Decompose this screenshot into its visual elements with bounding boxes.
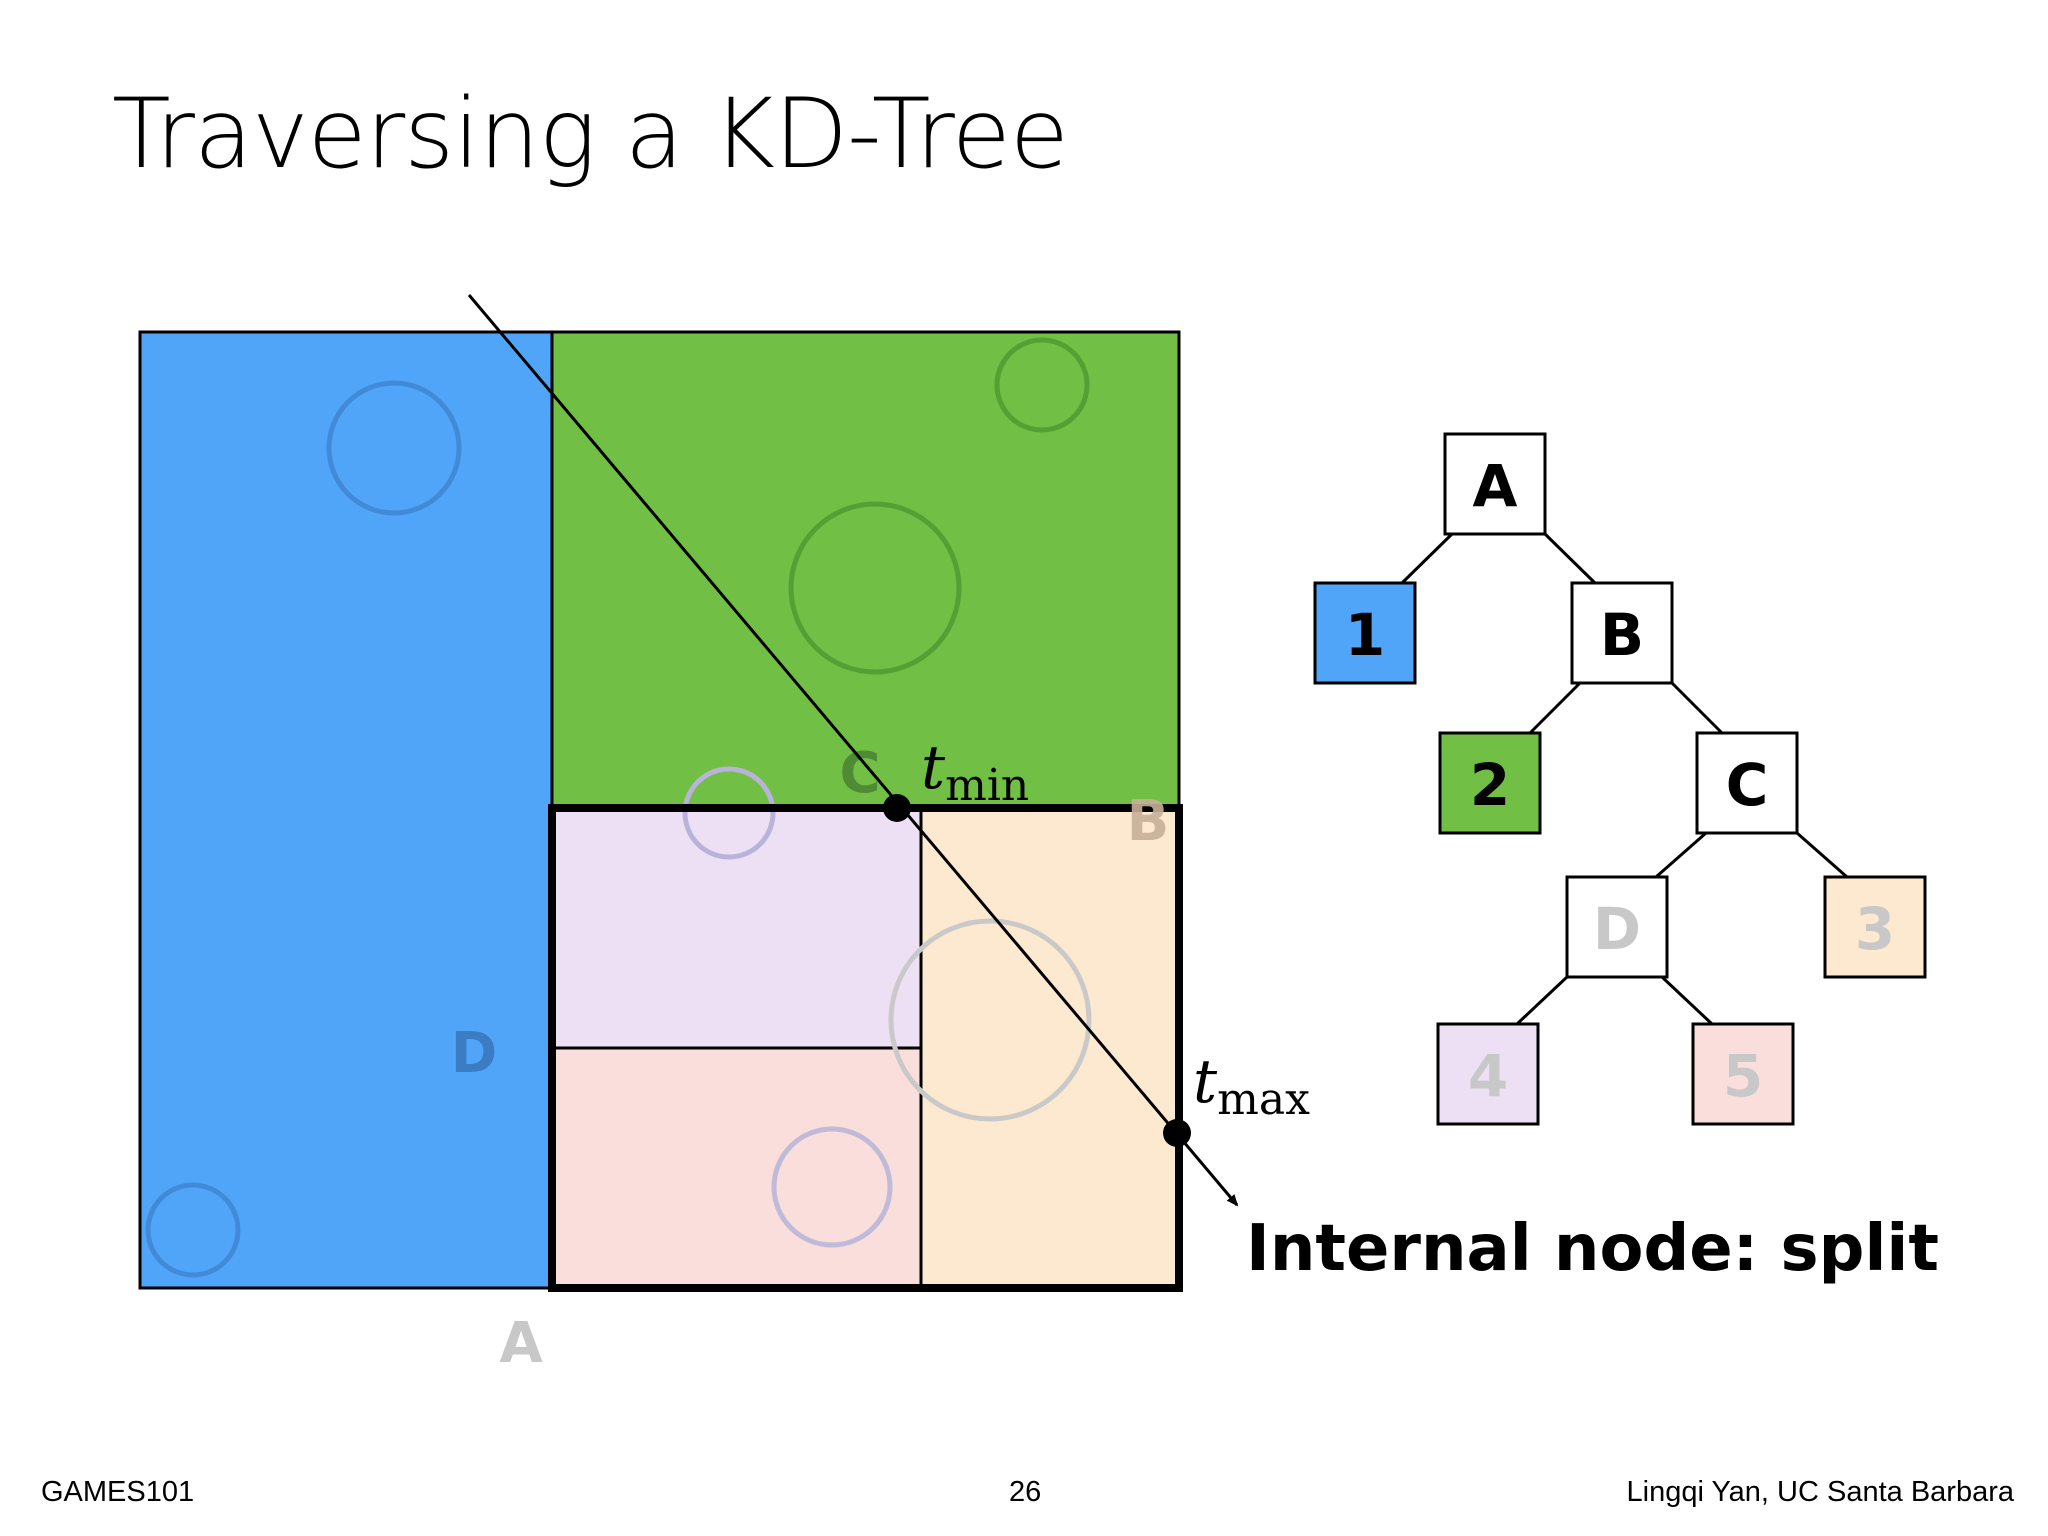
- kd-tree: A 1 B 2 C D 3 4 5: [1313, 432, 1927, 1126]
- edge-b-c: [1670, 681, 1724, 735]
- edge-c-d: [1655, 831, 1707, 879]
- tree-node-a: [1443, 432, 1547, 536]
- tree-node-c: [1695, 731, 1799, 835]
- tree-leaf-2-label: 2: [1470, 751, 1510, 819]
- edge-a-b: [1543, 532, 1597, 585]
- tree-leaf-1-label: 1: [1345, 601, 1385, 669]
- tree-node-d: [1565, 875, 1669, 979]
- page-number: 26: [1009, 1476, 1042, 1508]
- tree-leaf-3: [1823, 875, 1927, 979]
- region-5-pink: [550, 1046, 923, 1290]
- tree-node-a-label: A: [1473, 452, 1518, 520]
- edge-c-3: [1796, 831, 1848, 879]
- object-circle: [145, 1182, 241, 1278]
- region-2-green: [550, 330, 1181, 810]
- object-circle: [771, 1126, 893, 1248]
- object-circle: [326, 380, 462, 516]
- tree-node-d-label: D: [1593, 895, 1641, 963]
- tree-leaf-5: [1691, 1022, 1795, 1126]
- tree-node-b: [1570, 581, 1674, 685]
- region-label-a: A: [499, 1311, 543, 1376]
- object-circle: [994, 337, 1090, 433]
- tree-leaf-5-label: 5: [1723, 1042, 1763, 1110]
- tree-node-b-label: B: [1600, 601, 1644, 669]
- t-min-point: [883, 794, 911, 822]
- region-1-blue: [138, 330, 554, 1290]
- object-circle: [888, 918, 1092, 1122]
- tree-leaf-4: [1436, 1022, 1540, 1126]
- tree-leaf-2: [1438, 731, 1542, 835]
- region-label-b: B: [1127, 789, 1170, 854]
- edge-d-4: [1515, 975, 1569, 1026]
- spatial-partition: A B C D tmin tmax: [138, 294, 1310, 1376]
- object-circle: [788, 501, 962, 675]
- ray: [467, 294, 1239, 1207]
- edge-a-1: [1400, 532, 1454, 585]
- t-max-point: [1163, 1119, 1191, 1147]
- region-label-d: D: [451, 1021, 497, 1086]
- region-3-peach: [919, 806, 1181, 1290]
- edge-b-2: [1528, 681, 1582, 735]
- tree-node-c-label: C: [1726, 751, 1769, 819]
- edge-d-5: [1660, 975, 1714, 1026]
- t-min-label: tmin: [921, 733, 1029, 811]
- tree-leaf-3-label: 3: [1855, 895, 1895, 963]
- tree-leaf-4-label: 4: [1468, 1042, 1508, 1110]
- tree-edges: [1400, 532, 1848, 1026]
- tree-leaf-1: [1313, 581, 1417, 685]
- caption: Internal node: split: [1246, 1212, 1939, 1286]
- footer-course: GAMES101: [41, 1476, 195, 1508]
- scene-objects: [145, 337, 1092, 1278]
- node-c-outline: [548, 804, 1183, 1292]
- page-title: Traversing a KD-Tree: [112, 78, 1069, 190]
- footer-author: Lingqi Yan, UC Santa Barbara: [1626, 1476, 2014, 1508]
- t-max-label: tmax: [1193, 1047, 1310, 1125]
- region-4-lavender: [550, 806, 923, 1050]
- object-circle: [682, 766, 776, 860]
